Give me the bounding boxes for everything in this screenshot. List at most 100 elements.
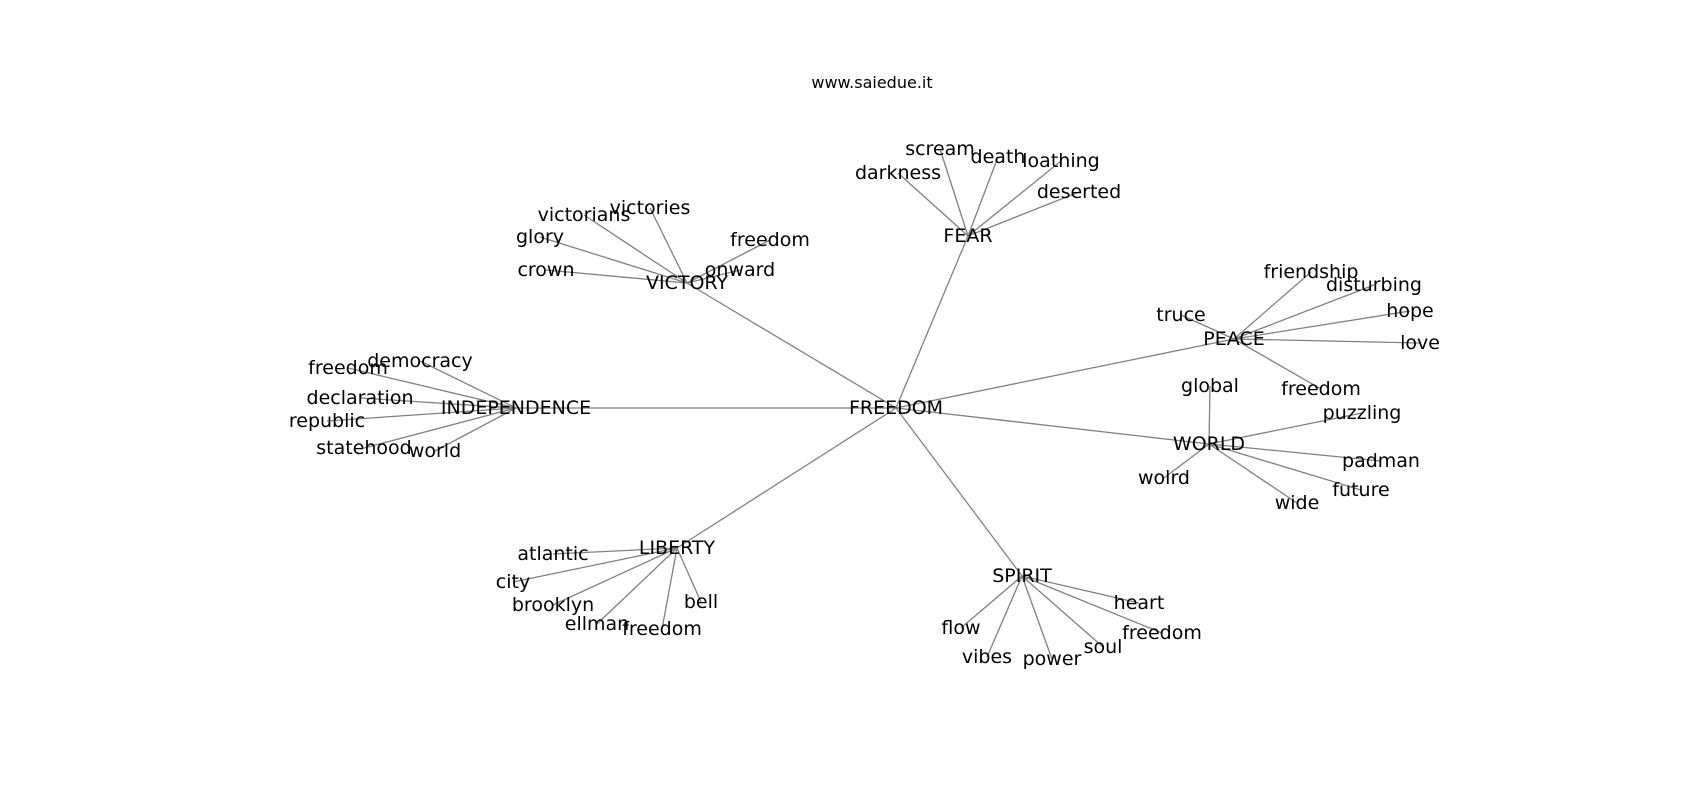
node-leaf-peace-hope: hope xyxy=(1386,300,1433,322)
node-leaf-spirit-freedom: freedom xyxy=(1122,622,1202,644)
edge-liberty-atlantic xyxy=(552,547,678,555)
edge-world-wolrd xyxy=(1163,443,1210,479)
node-leaf-world-future: future xyxy=(1332,479,1389,501)
node-leaf-liberty-city: city xyxy=(496,571,530,593)
node-leaf-liberty-bell: bell xyxy=(684,591,718,613)
edge-fear-deserted xyxy=(967,191,1080,237)
edge-independence-declaration xyxy=(359,397,517,409)
edge-fear-death xyxy=(967,156,999,237)
edge-spirit-flow xyxy=(960,575,1023,629)
node-leaf-independence-declaration: declaration xyxy=(307,387,414,409)
edge-world-global xyxy=(1208,385,1211,445)
node-leaf-world-global: global xyxy=(1181,375,1239,397)
edge-world-padman xyxy=(1208,443,1382,462)
edge-fear-darkness xyxy=(897,172,969,237)
graph-title: www.saiedue.it xyxy=(811,73,932,92)
node-leaf-fear-deserted: deserted xyxy=(1037,181,1121,203)
node-leaf-independence-world: world xyxy=(409,440,461,462)
node-leaf-victory-onward: onward xyxy=(705,259,775,281)
node-leaf-victory-victories: victories xyxy=(610,197,691,219)
edge-peace-love xyxy=(1233,338,1421,344)
edge-root-spirit xyxy=(895,407,1023,577)
node-leaf-spirit-heart: heart xyxy=(1114,592,1165,614)
node-leaf-independence-democracy: democracy xyxy=(367,350,472,372)
node-leaf-world-wolrd: wolrd xyxy=(1138,467,1190,489)
node-leaf-victory-victorians: victorians xyxy=(538,204,631,226)
node-hub-world: WORLD xyxy=(1173,433,1245,455)
edge-independence-statehood xyxy=(363,407,517,449)
node-leaf-spirit-power: power xyxy=(1023,648,1082,670)
node-hub-spirit: SPIRIT xyxy=(992,565,1052,587)
node-leaf-peace-disturbing: disturbing xyxy=(1326,274,1422,296)
node-leaf-spirit-vibes: vibes xyxy=(962,646,1012,668)
edges xyxy=(326,148,1421,660)
node-leaf-spirit-soul: soul xyxy=(1084,636,1123,658)
edge-root-liberty xyxy=(676,407,897,549)
edge-root-peace xyxy=(895,338,1235,409)
edge-world-future xyxy=(1208,443,1362,491)
edge-independence-republic xyxy=(326,407,517,422)
node-leaf-fear-scream: scream xyxy=(905,138,975,160)
node-leaf-liberty-atlantic: atlantic xyxy=(517,543,588,565)
node-leaf-fear-darkness: darkness xyxy=(855,162,941,184)
edge-independence-world xyxy=(434,407,517,452)
edge-victory-glory xyxy=(539,236,688,284)
edge-root-fear xyxy=(895,235,969,409)
edge-victory-crown xyxy=(545,269,688,284)
node-leaf-peace-freedom: freedom xyxy=(1281,378,1361,400)
node-leaf-peace-friendship: friendship xyxy=(1264,261,1359,283)
edge-spirit-heart xyxy=(1021,575,1140,604)
edge-victory-freedom xyxy=(686,239,771,284)
edge-peace-hope xyxy=(1233,310,1411,340)
edge-root-victory xyxy=(686,282,897,409)
edge-peace-truce xyxy=(1180,314,1235,340)
edge-liberty-brooklyn xyxy=(552,547,678,606)
edge-peace-disturbing xyxy=(1233,284,1375,340)
node-leaf-liberty-ellman: ellman xyxy=(565,613,629,635)
node-leaf-independence-republic: republic xyxy=(289,410,365,432)
edge-fear-scream xyxy=(939,148,969,237)
edge-liberty-city xyxy=(512,547,678,583)
edge-spirit-vibes xyxy=(986,575,1023,658)
edge-spirit-freedom xyxy=(1021,575,1163,634)
node-leaf-victory-crown: crown xyxy=(517,259,574,281)
node-leaf-independence-statehood: statehood xyxy=(316,437,411,459)
edge-liberty-ellman xyxy=(596,547,678,625)
edge-independence-democracy xyxy=(419,360,517,409)
edge-root-world xyxy=(895,407,1210,445)
node-hub-liberty: LIBERTY xyxy=(639,537,716,559)
node-leaf-peace-love: love xyxy=(1400,332,1440,354)
node-leaf-world-wide: wide xyxy=(1275,492,1320,514)
node-leaf-world-puzzling: puzzling xyxy=(1323,402,1402,424)
edge-fear-loathing xyxy=(967,160,1062,237)
node-leaf-fear-death: death xyxy=(971,146,1026,168)
node-leaf-spirit-flow: flow xyxy=(941,617,980,639)
edge-liberty-bell xyxy=(676,547,702,603)
edge-independence-freedom xyxy=(347,367,517,409)
edge-peace-friendship xyxy=(1233,271,1312,340)
node-leaf-fear-loathing: loathing xyxy=(1022,150,1099,172)
node-root-freedom: FREEDOM xyxy=(849,397,943,419)
node-leaf-liberty-brooklyn: brooklyn xyxy=(512,594,594,616)
node-leaf-world-padman: padman xyxy=(1342,450,1420,472)
node-hub-peace: PEACE xyxy=(1203,328,1264,350)
edge-world-wide xyxy=(1208,443,1298,504)
node-leaf-independence-freedom: freedom xyxy=(308,357,388,379)
edge-victory-victorians xyxy=(583,214,688,284)
node-leaf-victory-freedom: freedom xyxy=(730,229,810,251)
edge-liberty-freedom xyxy=(661,547,678,630)
edge-victory-victories xyxy=(649,207,688,284)
node-hub-fear: FEAR xyxy=(943,225,992,247)
edge-peace-freedom xyxy=(1233,338,1322,390)
node-leaf-peace-truce: truce xyxy=(1156,304,1205,326)
edge-spirit-soul xyxy=(1021,575,1104,648)
node-hub-victory: VICTORY xyxy=(646,272,728,294)
node-leaf-liberty-freedom: freedom xyxy=(622,618,702,640)
node-hub-independence: INDEPENDENCE xyxy=(441,397,591,419)
edge-spirit-power xyxy=(1021,575,1053,660)
node-leaf-victory-glory: glory xyxy=(516,226,564,248)
edge-world-puzzling xyxy=(1208,412,1363,445)
edge-victory-onward xyxy=(686,269,741,284)
